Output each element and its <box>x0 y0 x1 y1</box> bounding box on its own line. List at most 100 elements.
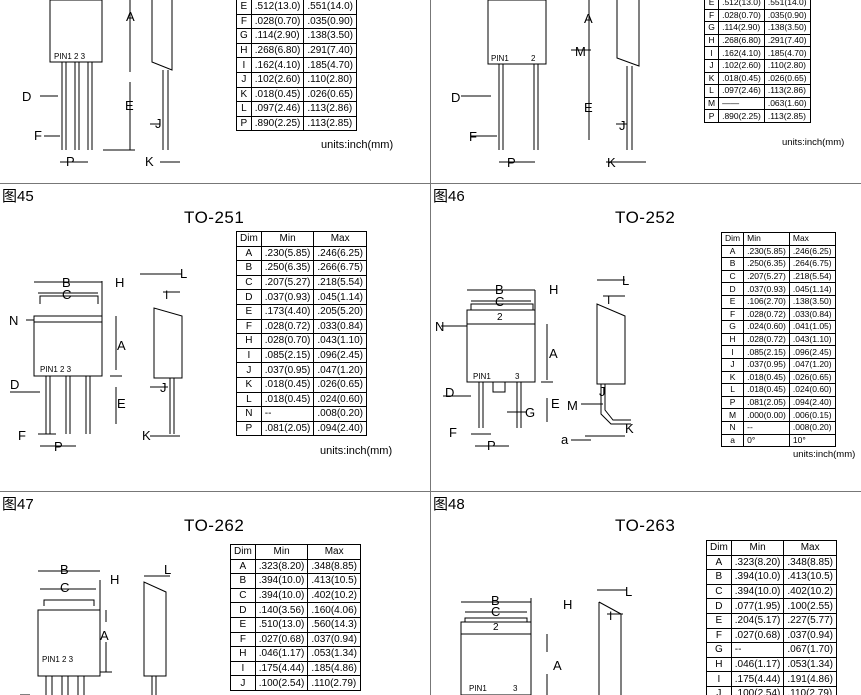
min-cell: .085(2.15) <box>743 345 790 359</box>
label-H: H <box>115 275 124 290</box>
panel-fig46: 图46 TO-252 <box>431 184 861 491</box>
pin3-label: 3 <box>513 684 518 693</box>
table-row: M——.063(1.60) <box>703 96 811 111</box>
package-title: TO-262 <box>184 516 245 535</box>
drawing-top-left: A E D F J K P PIN1 2 3 <box>22 0 180 169</box>
dim-cell: I <box>236 57 252 73</box>
max-cell: .160(4.06) <box>307 602 361 618</box>
dim-cell: E <box>230 616 256 633</box>
table-row: I.085(2.15).096(2.45) <box>236 347 367 364</box>
table-row: F.028(0.70).035(0.90) <box>236 13 357 30</box>
dim-cell: G <box>703 21 720 35</box>
min-cell: -- <box>260 406 315 422</box>
table-row: E.512(13.0).551(14.0) <box>236 0 357 15</box>
min-cell: .000(0.00) <box>743 408 790 422</box>
dim-cell: J <box>236 362 262 378</box>
min-cell: .175(4.44) <box>730 671 785 687</box>
table-row: I.162(4.10).185(4.70) <box>236 57 357 73</box>
min-cell: .250(6.35) <box>260 260 315 276</box>
dim-cell: D <box>706 598 732 614</box>
label-A: A <box>126 9 135 24</box>
tab-label: 2 <box>497 312 503 323</box>
table-row: B.394(10.0).413(10.5) <box>230 573 361 589</box>
table-header-cell: Min <box>730 540 785 556</box>
label-J: J <box>155 116 162 131</box>
label-G: G <box>525 405 535 420</box>
pin-label: PIN1 <box>473 372 491 381</box>
table-row: I.175(4.44).191(4.86) <box>706 671 837 687</box>
max-cell: .110(2.79) <box>307 675 361 691</box>
drawing-to251: B C H L N I A D J E F K P PIN1 2 3 <box>9 266 187 454</box>
table-row: H.028(0.72).043(1.10) <box>720 332 836 347</box>
max-cell: .096(2.45) <box>788 345 836 359</box>
dim-cell: F <box>230 631 256 648</box>
dim-table-body: A.230(5.85).246(6.25)B.250(6.35).266(6.7… <box>236 245 367 437</box>
label-L: L <box>180 266 187 281</box>
label-F: F <box>34 128 42 143</box>
max-cell: .138(3.50) <box>763 21 811 35</box>
min-cell: -- <box>730 642 785 658</box>
tab-outline <box>470 303 534 310</box>
table-row: E.173(4.40).205(5.20) <box>236 303 367 320</box>
label-P: P <box>507 155 516 170</box>
dim-cell: H <box>230 646 256 662</box>
table-row: C.207(5.27).218(5.54) <box>236 274 367 291</box>
label-K: K <box>142 428 151 443</box>
units-label: units:inch(mm) <box>321 139 394 151</box>
min-cell: —— <box>718 96 765 111</box>
dim-cell: H <box>236 42 252 59</box>
max-cell: .024(0.60) <box>788 383 836 397</box>
dim-cell: G <box>236 28 252 44</box>
dim-cell: a <box>720 433 745 448</box>
dim-cell: M <box>720 408 745 422</box>
dim-cell: F <box>236 318 262 335</box>
min-cell: .512(13.0) <box>250 0 305 15</box>
drawing-to262: B C H L A PIN1 2 3 <box>20 562 171 695</box>
min-cell: .268(6.80) <box>718 33 765 48</box>
dim-cell: C <box>230 587 256 604</box>
package-body <box>460 633 532 695</box>
label-L: L <box>625 584 632 599</box>
package-title: TO-251 <box>184 208 245 227</box>
table-row: D.140(3.56).160(4.06) <box>230 602 361 618</box>
min-cell: .085(2.15) <box>260 347 315 364</box>
table-header-cell: Dim <box>720 232 745 246</box>
dim-cell: A <box>706 554 732 571</box>
dim-cell: B <box>720 257 745 271</box>
label-K: K <box>625 421 634 436</box>
table-row: P.890(2.25).113(2.85) <box>236 115 357 132</box>
max-cell: .113(2.85) <box>303 115 357 132</box>
table-row: E.106(2.70).138(3.50) <box>720 294 836 309</box>
drawing-top-right: A M E D F J K P PIN1 2 <box>451 0 646 170</box>
min-cell: .394(10.0) <box>730 569 785 585</box>
dim-cell: K <box>703 71 720 86</box>
min-cell: .028(0.72) <box>743 332 790 347</box>
label-A: A <box>584 11 593 26</box>
max-cell: .037(0.94) <box>783 627 837 644</box>
max-cell: .264(6.75) <box>788 257 836 271</box>
min-cell: .037(0.95) <box>260 362 315 378</box>
label-E: E <box>551 396 560 411</box>
min-cell: .037(0.93) <box>743 282 790 296</box>
dim-cell: P <box>236 420 262 437</box>
dim-cell: G <box>720 320 745 334</box>
table-row: H.046(1.17).053(1.34) <box>230 646 361 662</box>
min-cell: .394(10.0) <box>254 573 309 589</box>
dim-cell: F <box>706 627 732 644</box>
table-row: D.037(0.93).045(1.14) <box>236 289 367 305</box>
label-M: M <box>575 44 586 59</box>
label-D: D <box>22 89 31 104</box>
label-B: B <box>495 282 504 297</box>
label-C: C <box>60 580 69 595</box>
units-label: units:inch(mm) <box>793 449 856 460</box>
side-view <box>596 303 626 385</box>
drawing-to252: B C 2 H L N I A D J E G M K a F P PIN1 3 <box>435 273 634 453</box>
min-cell: .028(0.72) <box>260 318 315 335</box>
max-cell: .413(10.5) <box>783 569 837 585</box>
max-cell: .205(5.20) <box>313 303 367 320</box>
dim-cell: P <box>236 115 252 132</box>
max-cell: .185(4.86) <box>307 660 361 677</box>
